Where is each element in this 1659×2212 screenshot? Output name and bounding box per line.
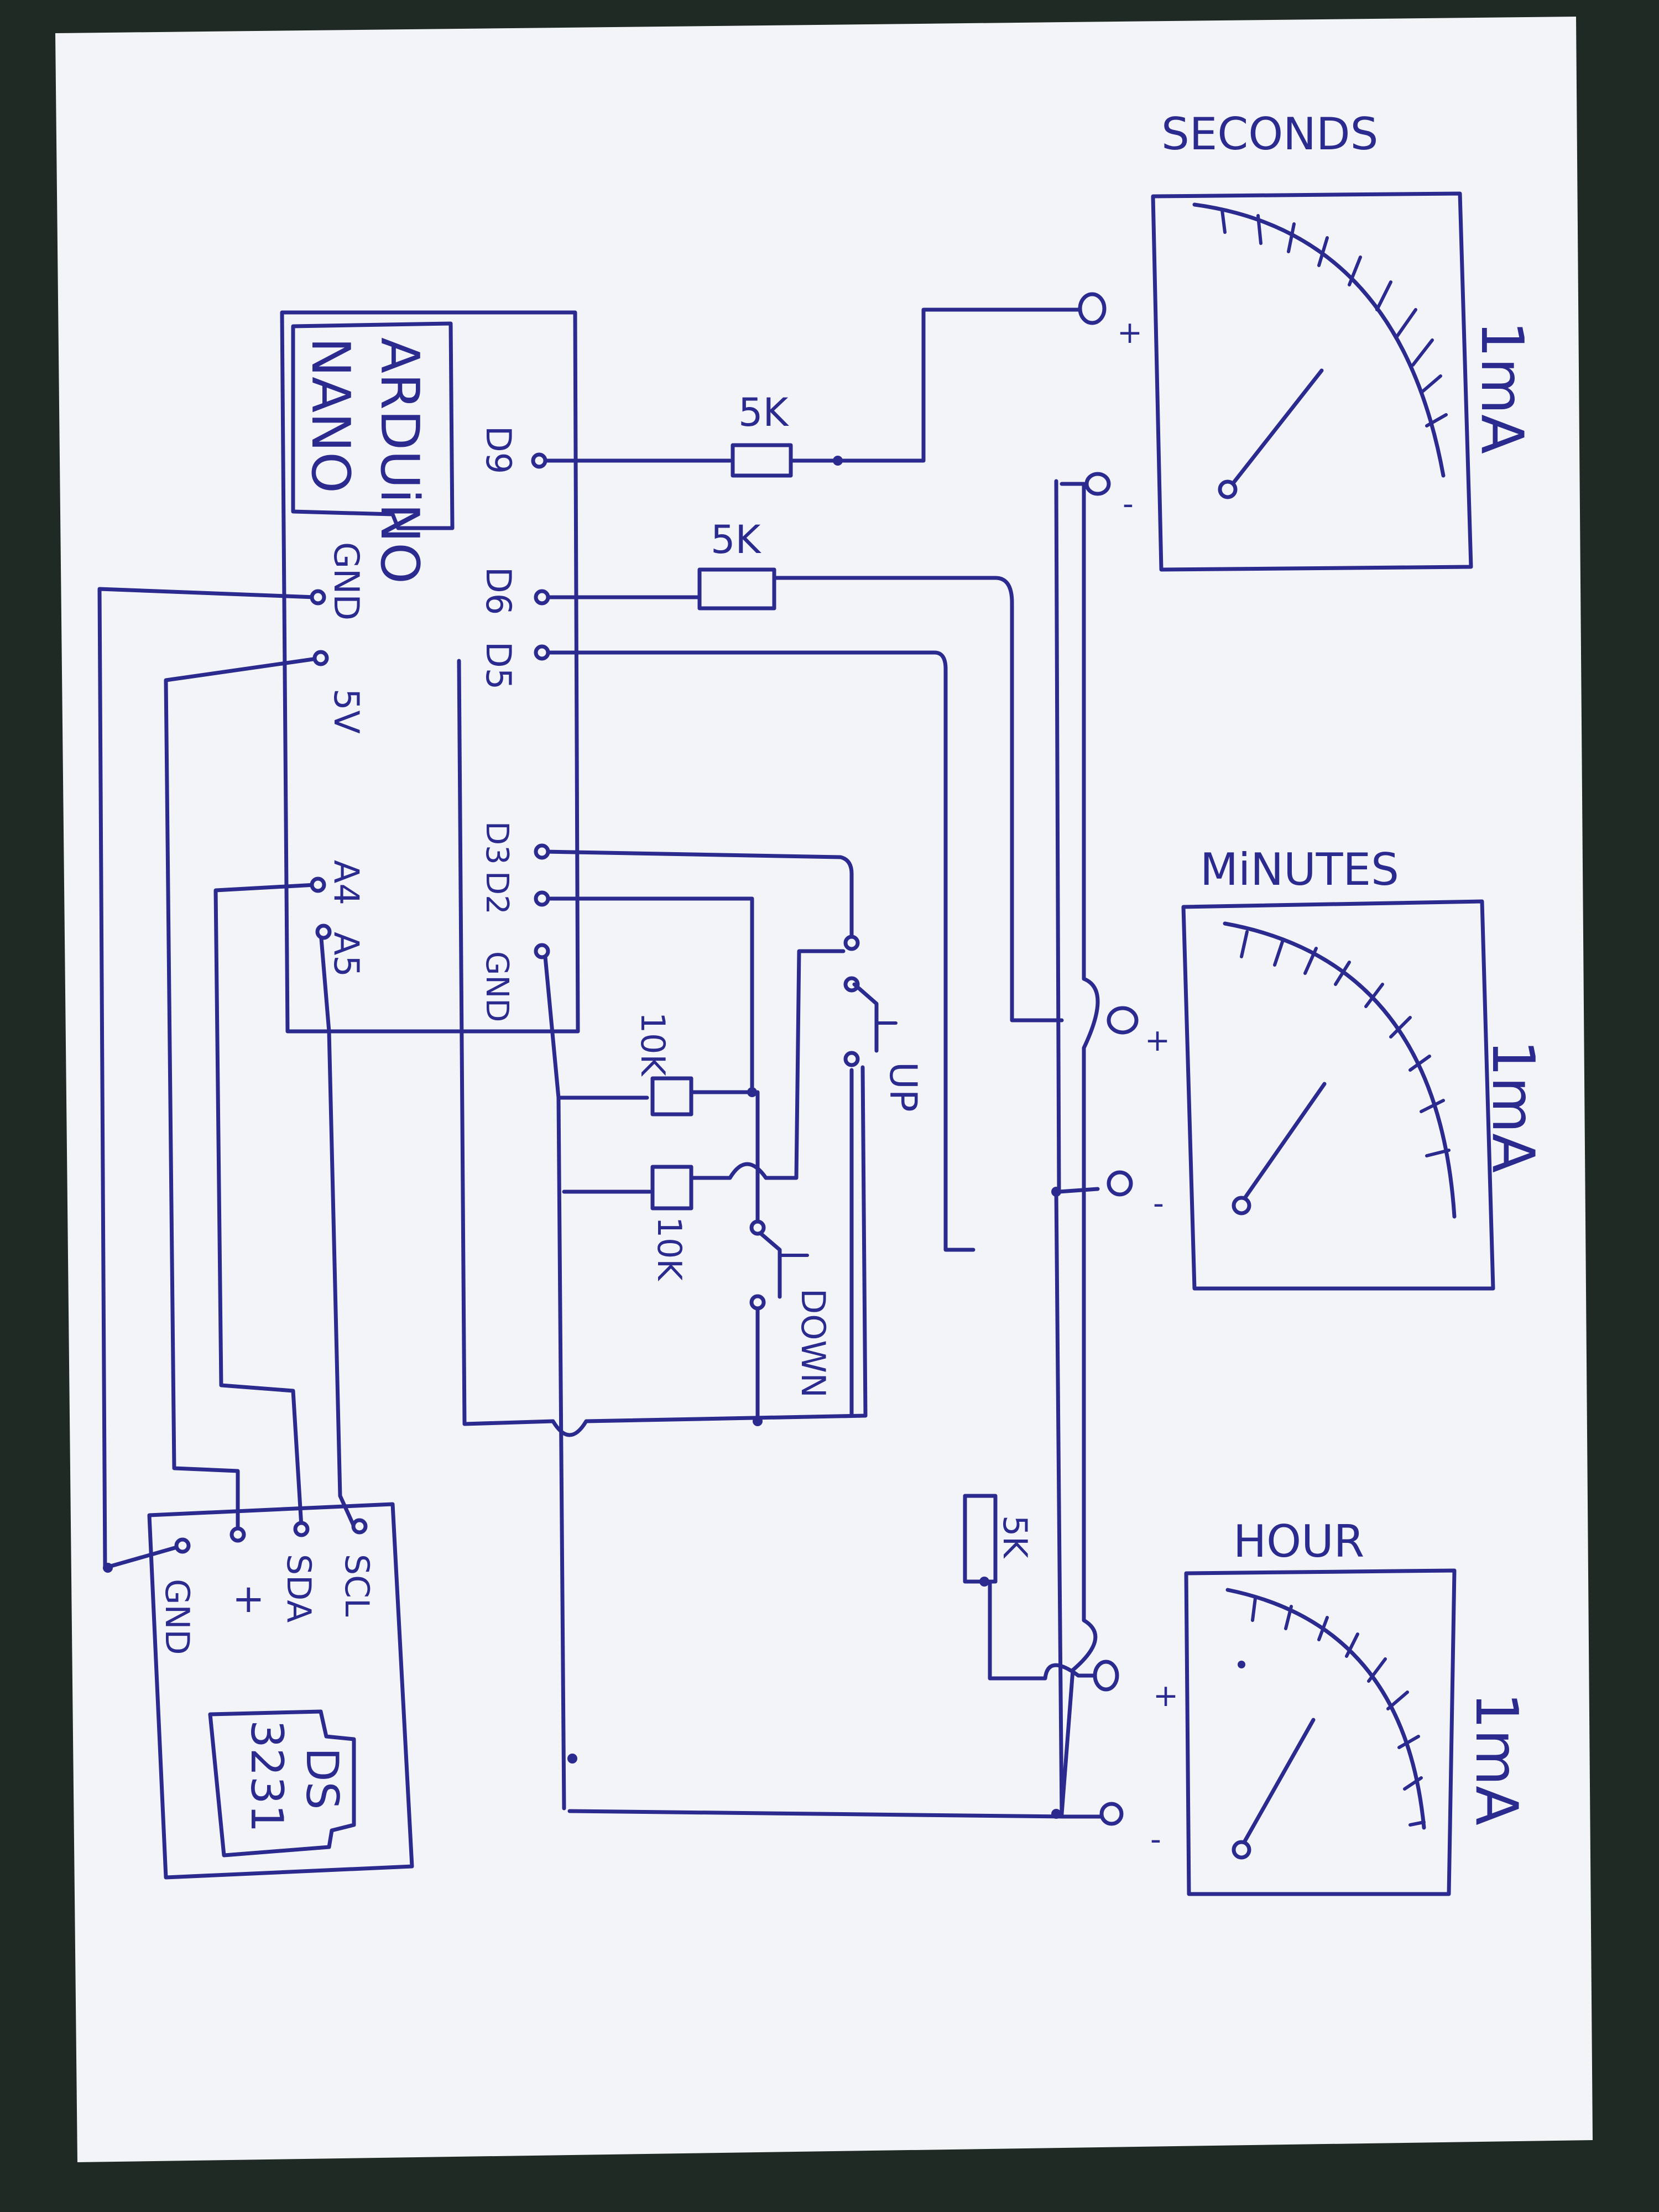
arduino-label: ARDUiNO	[369, 337, 430, 584]
nano-label: NANO	[300, 337, 361, 493]
pin-gnd-bottom-label: GND	[479, 951, 515, 1022]
meter-minutes: MiNUTES 1mA + -	[1145, 844, 1547, 1291]
meter-hour-minus: -	[1150, 1822, 1161, 1857]
resistor-minutes: 5K	[697, 517, 776, 611]
meter-minutes-title: MiNUTES	[1200, 844, 1399, 895]
pin-d6-label: D6	[478, 567, 519, 615]
meter-minutes-range: 1mA	[1479, 1040, 1547, 1173]
arduino-pin-labels: D9 D6 D5 GND 5V A4 A5 D3 D2 GND	[326, 426, 519, 1022]
wires	[97, 307, 1103, 1819]
resistor-up-label: 10K	[633, 1012, 672, 1077]
meter-hour-plus: +	[1153, 1678, 1178, 1713]
meter-seconds: SECONDS 1mA + -	[1117, 108, 1536, 572]
resistor-down: 10K	[650, 1165, 693, 1281]
button-down-label: DOWN	[794, 1288, 832, 1398]
rtc-pin-sda-label: SDA	[279, 1554, 318, 1623]
meter-seconds-title: SECONDS	[1161, 108, 1378, 160]
rtc-ds3231-module: DS 3231 SCL SDA + GND	[147, 1502, 414, 1880]
button-down: DOWN	[749, 1219, 832, 1398]
meter-seconds-range: 1mA	[1468, 321, 1536, 454]
pin-a4-label: A4	[326, 860, 367, 905]
meter-hour-range: 1mA	[1463, 1692, 1530, 1825]
resistor-up: 10K	[633, 1012, 693, 1117]
resistor-down-label: 10K	[650, 1217, 688, 1281]
pin-a5-label: A5	[326, 932, 367, 977]
meter-hour-title: HOUR	[1233, 1516, 1364, 1567]
resistor-seconds-label: 5K	[738, 390, 790, 435]
button-up-label: UP	[881, 1062, 925, 1112]
paper	[55, 17, 1593, 2162]
resistor-minutes-label: 5K	[711, 517, 762, 562]
pin-d2-label: D2	[479, 871, 515, 915]
pin-d9-label: D9	[478, 426, 519, 474]
meter-seconds-plus: +	[1117, 315, 1142, 350]
pin-5v-label: 5V	[326, 688, 367, 734]
pin-d3-label: D3	[479, 821, 515, 865]
meter-seconds-minus: -	[1123, 486, 1134, 521]
connection-points	[103, 292, 1139, 1826]
rtc-chip-label-line2: 3231	[241, 1720, 293, 1833]
button-up: UP	[843, 935, 925, 1112]
pin-gnd-top-label: GND	[326, 542, 367, 620]
arduino-nano: ARDUiNO NANO	[280, 310, 580, 1034]
meter-minutes-plus: +	[1145, 1022, 1170, 1058]
rtc-pin-plus-label: +	[232, 1576, 265, 1621]
rtc-pin-gnd-label: GND	[158, 1579, 196, 1655]
meter-minutes-minus: -	[1153, 1186, 1164, 1221]
resistor-hour-label: 5K	[995, 1515, 1034, 1559]
pin-d5-label: D5	[478, 641, 519, 690]
rtc-chip-label-line1: DS	[296, 1747, 348, 1809]
meter-hour: HOUR 1mA + -	[1150, 1516, 1530, 1896]
resistor-seconds: 5K	[731, 390, 793, 478]
rtc-pin-scl-label: SCL	[337, 1554, 376, 1617]
